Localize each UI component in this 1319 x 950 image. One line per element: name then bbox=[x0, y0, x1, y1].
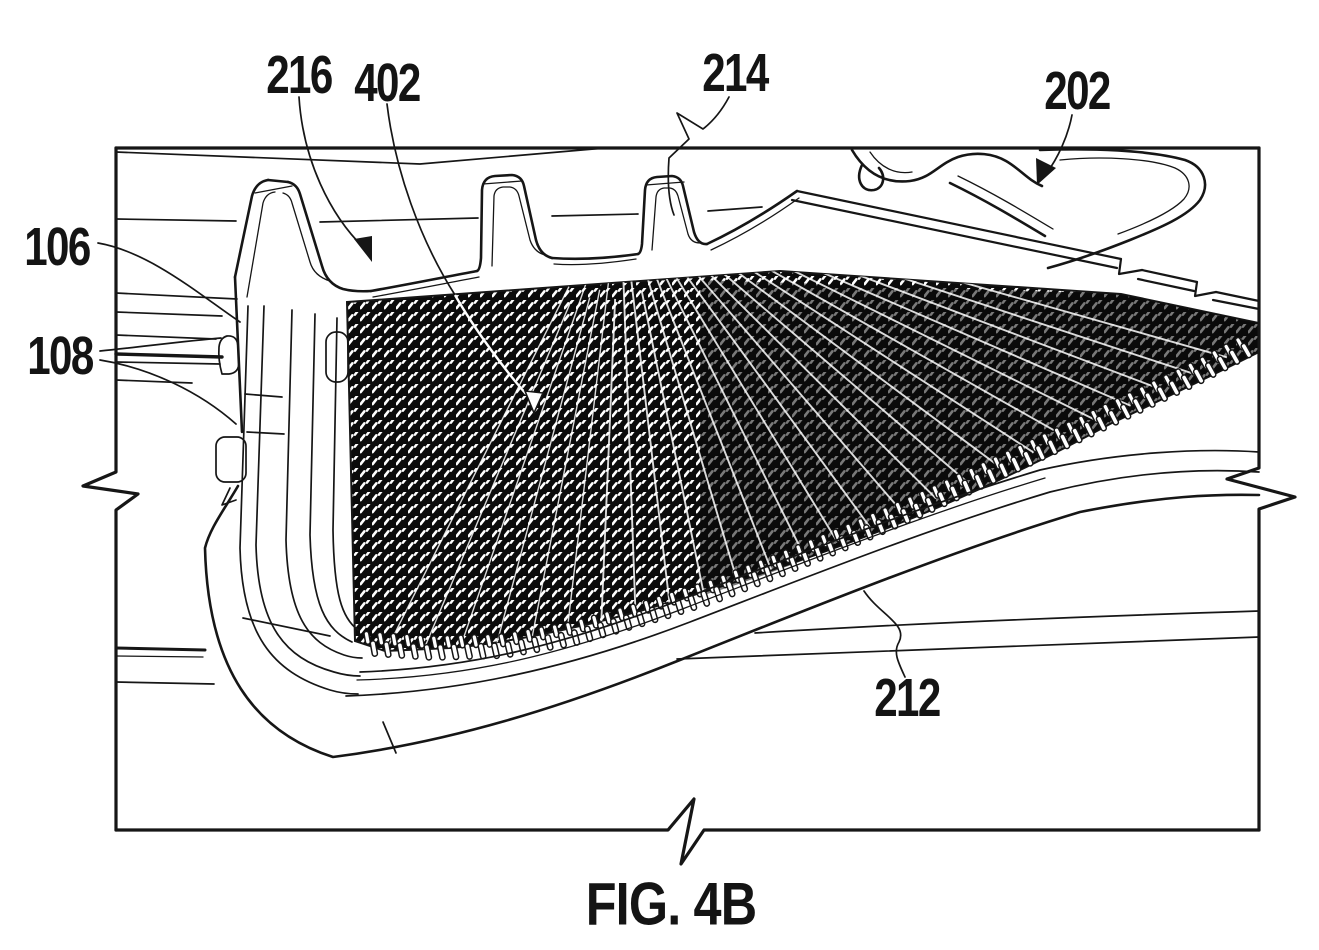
leader-214 bbox=[667, 96, 730, 216]
radiating-pin-columns bbox=[387, 271, 1228, 650]
leader-108b bbox=[99, 359, 237, 425]
bracket-202 bbox=[790, 148, 1261, 311]
ref-label-108: 108 bbox=[27, 326, 94, 386]
tooth-2 bbox=[475, 173, 554, 273]
leader-108a bbox=[99, 337, 222, 352]
retention-tab-upper bbox=[217, 335, 240, 375]
retention-tab-lower bbox=[215, 436, 247, 483]
ref-label-216: 216 bbox=[266, 45, 333, 105]
diagonal-rail bbox=[790, 189, 1261, 311]
pin-fringe-row bbox=[363, 336, 1253, 661]
ref-label-214: 214 bbox=[702, 43, 769, 103]
arrowhead-402 bbox=[523, 390, 545, 416]
tooth-1 bbox=[233, 178, 270, 279]
lower-housing-edge-right-upper bbox=[754, 610, 1260, 634]
leader-402 bbox=[386, 103, 456, 296]
leader-lines bbox=[97, 96, 1073, 678]
leader-106 bbox=[97, 242, 241, 323]
corner-crease bbox=[242, 617, 331, 637]
leader-212 bbox=[863, 590, 906, 678]
arrowhead-216 bbox=[354, 236, 372, 262]
rim-seam bbox=[382, 721, 397, 754]
castellated-wall-teeth bbox=[233, 173, 800, 298]
figure-frame bbox=[81, 146, 1297, 866]
leader-216 bbox=[298, 96, 365, 249]
background-panel-lines bbox=[114, 147, 1260, 685]
ref-label-202: 202 bbox=[1044, 61, 1111, 121]
lower-housing-edge-right-lower bbox=[676, 636, 1260, 660]
ref-label-106: 106 bbox=[24, 217, 91, 277]
ref-label-402: 402 bbox=[354, 53, 421, 113]
ref-label-212: 212 bbox=[874, 668, 941, 728]
tray-housing-outline bbox=[203, 275, 1261, 759]
tooth-3 bbox=[636, 174, 709, 256]
pin-fin-array-dark-field bbox=[345, 269, 1260, 653]
figure-caption: FIG. 4B bbox=[585, 870, 757, 938]
arrowhead-202 bbox=[1036, 158, 1056, 185]
